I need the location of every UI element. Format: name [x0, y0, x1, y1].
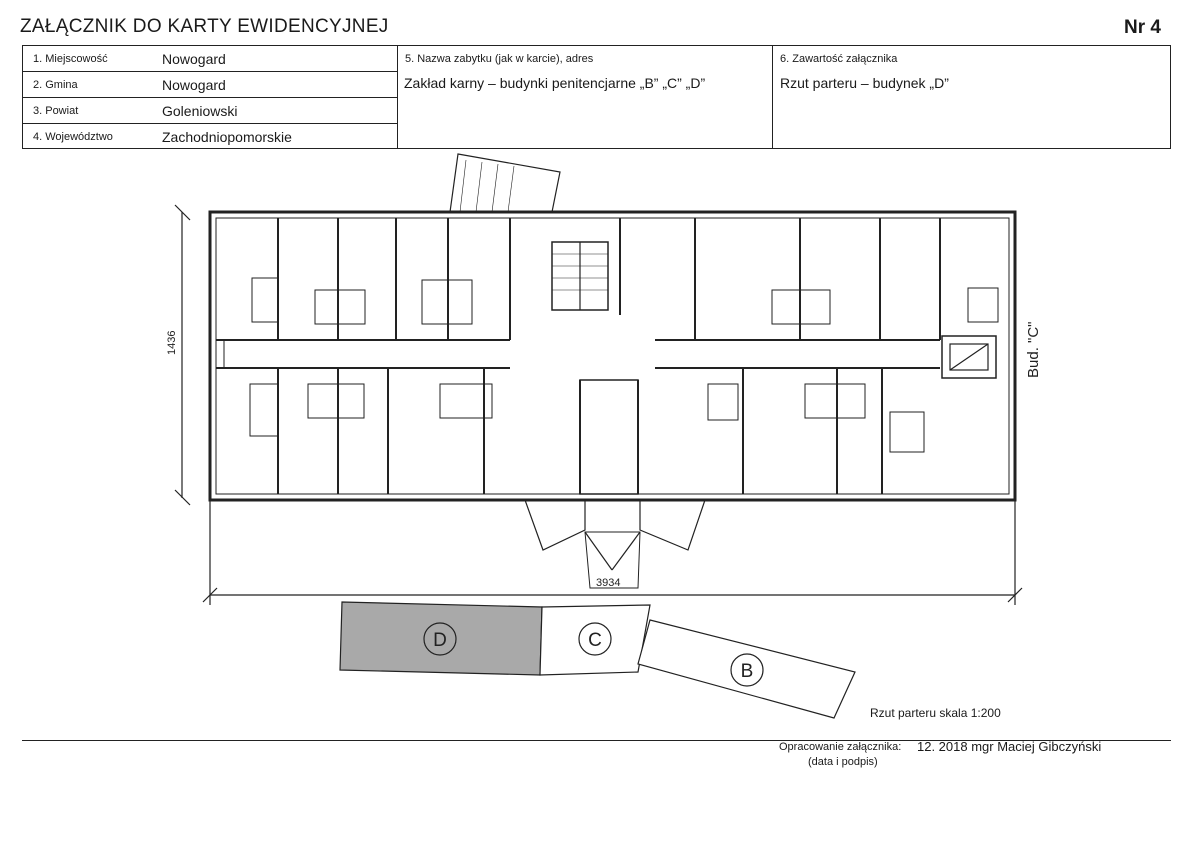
height-dimension-label: 1436 [166, 331, 178, 355]
prepared-by-value: 12. 2018 mgr Maciej Gibczyński [917, 739, 1102, 754]
adjacent-building-label: Bud. "C" [1025, 321, 1040, 378]
attachment-value: Rzut parteru – budynek „D” [780, 75, 949, 91]
key-plan-label-b: B [741, 661, 754, 682]
footer-divider [22, 740, 1171, 741]
drawing-caption: Rzut parteru skala 1:200 [870, 706, 1001, 720]
prepared-by-label: Opracowanie załącznika: [779, 741, 902, 753]
monument-value: Zakład karny – budynki penitencjarne „B”… [404, 75, 706, 91]
width-dimension-label: 3934 [596, 577, 620, 589]
field-value: Nowogard [162, 51, 226, 67]
key-plan-label-c: C [588, 630, 602, 651]
attachment-number: Nr 4 [1124, 17, 1161, 38]
field-row-locality: 1. Miejscowość Nowogard [23, 46, 397, 72]
date-signature-label: (data i podpis) [808, 756, 878, 768]
field-value: Nowogard [162, 77, 226, 93]
external-stairs-south-east [639, 499, 706, 551]
external-stairs-north [449, 153, 561, 213]
column-divider [397, 46, 398, 148]
elevator-icon [941, 335, 997, 379]
floor-plan-drawing: 1436 3934 Bud. "C" D C B [166, 153, 1040, 719]
entrance-ramp [584, 531, 641, 589]
metadata-table: 1. Miejscowość Nowogard 2. Gmina Nowogar… [22, 45, 1171, 149]
field-label: 1. Miejscowość [33, 53, 108, 65]
field-value: Goleniowski [162, 103, 238, 119]
monument-label: 5. Nazwa zabytku (jak w karcie), adres [405, 53, 594, 65]
column-divider [772, 46, 773, 148]
field-label: 4. Województwo [33, 131, 113, 143]
key-plan-label-d: D [433, 630, 447, 651]
field-label: 2. Gmina [33, 79, 78, 91]
key-plan-building-c [539, 604, 651, 676]
field-label: 3. Powiat [33, 105, 79, 117]
document-title: ZAŁĄCZNIK DO KARTY EWIDENCYJNEJ [20, 16, 389, 37]
field-row-county: 3. Powiat Goleniowski [23, 98, 397, 124]
attachment-label: 6. Zawartość załącznika [780, 53, 898, 65]
external-stairs-south-west [524, 499, 586, 551]
key-plan-building-b [637, 619, 856, 719]
entrance-hall [579, 379, 639, 495]
field-row-voivodeship: 4. Województwo Zachodniopomorskie [23, 124, 397, 150]
building-outline [208, 210, 1017, 502]
field-row-commune: 2. Gmina Nowogard [23, 72, 397, 98]
field-value: Zachodniopomorskie [162, 129, 292, 145]
